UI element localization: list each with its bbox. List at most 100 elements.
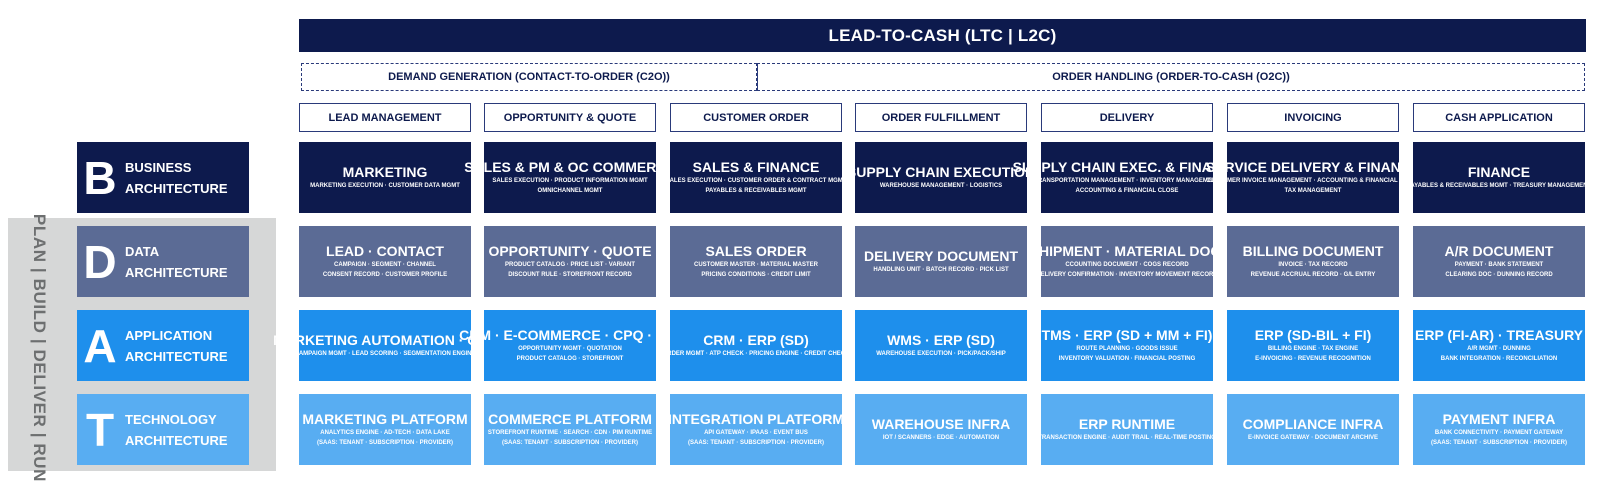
row-label-line2: ARCHITECTURE <box>125 432 228 448</box>
cell-title: LEAD · CONTACT <box>326 243 444 259</box>
cell-sub: INVENTORY VALUATION · FINANCIAL POSTING <box>1058 356 1196 362</box>
row-letter: D <box>83 235 117 288</box>
cell-sub: E-INVOICING · REVENUE RECOGNITION <box>1255 356 1371 362</box>
row-label-line1: APPLICATION <box>125 327 213 343</box>
cell-sub: SALES EXECUTION · CUSTOMER ORDER & CONTR… <box>665 178 847 184</box>
cell-sub: API GATEWAY · IPAAS · EVENT BUS <box>704 430 808 436</box>
cell-technology-delivery: ERP RUNTIME TRANSACTION ENGINE · AUDIT TR… <box>1038 394 1216 465</box>
cell-sub: PRICING CONDITIONS · CREDIT LIMIT <box>701 272 811 278</box>
row-label-line2: ARCHITECTURE <box>125 264 228 280</box>
cell-business-invoicing: SERVICE DELIVERY & FINANCE CUSTOMER INVOI… <box>1206 142 1420 213</box>
cell-title: SALES ORDER <box>705 243 807 259</box>
cell-business-lead: MARKETING MARKETING EXECUTION · CUSTOMER … <box>299 142 471 213</box>
cell-sub: ANALYTICS ENGINE · AD-TECH · DATA LAKE <box>320 430 450 436</box>
cell-application-order: CRM · ERP (SD) ORDER MGMT · ATP CHECK · P… <box>663 310 849 381</box>
cell-sub: ORDER MGMT · ATP CHECK · PRICING ENGINE … <box>662 351 850 357</box>
cell-sub: (SAAS: TENANT · SUBSCRIPTION · PROVIDER) <box>687 440 824 446</box>
cell-sub: WAREHOUSE EXECUTION · PICK/PACK/SHIP <box>876 351 1006 357</box>
cell-sub: PAYABLES & RECEIVABLES MGMT · TREASURY M… <box>1406 183 1592 189</box>
cell-sub: HANDLING UNIT · BATCH RECORD · PICK LIST <box>873 267 1009 273</box>
stage-cash-application: CASH APPLICATION <box>1413 103 1585 132</box>
row-label-line2: ARCHITECTURE <box>125 180 228 196</box>
row-label-text: APPLICATION ARCHITECTURE <box>123 325 235 367</box>
cell-title: WAREHOUSE INFRA <box>871 416 1011 432</box>
cell-technology-cash: PAYMENT INFRA BANK CONNECTIVITY · PAYMENT… <box>1413 394 1585 465</box>
cell-application-invoicing: ERP (SD-BIL + FI)BILLING ENGINE · TAX EN… <box>1227 310 1399 381</box>
cell-technology-opportunity: COMMERCE PLATFORM STOREFRONT RUNTIME · SE… <box>484 394 656 465</box>
cell-sub: STOREFRONT RUNTIME · SEARCH · CDN · PIM … <box>487 430 653 436</box>
plan-label-wrap: PLAN | BUILD | DELIVER | RUN <box>25 214 53 482</box>
cell-title: SUPPLY CHAIN EXECUTION <box>846 164 1036 180</box>
cell-sub: A/R MGMT · DUNNING <box>1467 346 1531 352</box>
cell-title: OPPORTUNITY · QUOTE <box>488 243 652 259</box>
cell-sub: MARKETING EXECUTION · CUSTOMER DATA MGMT <box>310 183 460 189</box>
cell-data-delivery: SHIPMENT · MATERIAL DOC. CCOUNTING DOCUME… <box>1030 226 1224 297</box>
phase-demand-generation: DEMAND GENERATION (CONTACT-TO-ORDER (C2O… <box>301 63 757 91</box>
cell-sub: DISCOUNT RULE · STOREFRONT RECORD <box>508 272 632 278</box>
cell-sub: BANK INTEGRATION · RECONCILIATION <box>1440 356 1558 362</box>
cell-sub: CLEARING DOC · DUNNING RECORD <box>1445 272 1553 278</box>
cell-application-fulfillment: WMS · ERP (SD)WAREHOUSE EXECUTION · PICK… <box>855 310 1027 381</box>
stage-order-fulfillment: ORDER FULFILLMENT <box>855 103 1027 132</box>
row-label-line2: ARCHITECTURE <box>125 348 228 364</box>
cell-title: SALES & PM & OC COMMERCE <box>464 159 676 175</box>
header-title: LEAD-TO-CASH (LTC | L2C) <box>299 19 1586 52</box>
cell-title: MARKETING PLATFORM <box>302 411 468 427</box>
cell-application-cash: ERP (FI-AR) · TREASURY A/R MGMT · DUNNING… <box>1413 310 1585 381</box>
cell-title: TMS · ERP (SD + MM + FI) <box>1041 327 1213 343</box>
row-letter: A <box>83 319 117 372</box>
cell-application-opportunity: CRM · E-COMMERCE · CPQ · PIM OPPORTUNITY … <box>459 310 681 381</box>
cell-sub: OMNICHANNEL MGMT <box>537 188 603 194</box>
cell-sub: CCOUNTING DOCUMENT · COGS RECORD <box>1065 262 1189 268</box>
cell-title: PAYMENT INFRA <box>1442 411 1556 427</box>
cell-sub: CUSTOMER INVOICE MANAGEMENT · ACCOUNTING… <box>1206 178 1420 184</box>
cell-sub: BANK CONNECTIVITY · PAYMENT GATEWAY <box>1434 430 1564 436</box>
cell-title: FINANCE <box>1467 164 1531 180</box>
cell-sub: (SAAS: TENANT · SUBSCRIPTION · PROVIDER) <box>316 440 453 446</box>
cell-sub: E-INVOICE GATEWAY · DOCUMENT ARCHIVE <box>1247 435 1378 441</box>
cell-sub: TRANSACTION ENGINE · AUDIT TRAIL · REAL-… <box>1038 435 1216 441</box>
cell-sub: OPPORTUNITY MGMT · QUOTATION <box>518 346 622 352</box>
row-letter: T <box>85 403 115 456</box>
cell-title: CRM · E-COMMERCE · CPQ · PIM <box>459 327 681 343</box>
cell-sub: BILLING ENGINE · TAX ENGINE <box>1267 346 1359 352</box>
cell-title: COMMERCE PLATFORM <box>488 411 652 427</box>
row-label-line1: DATA <box>125 243 160 259</box>
cell-title: SERVICE DELIVERY & FINANCE <box>1205 159 1421 175</box>
cell-title: A/R DOCUMENT <box>1444 243 1554 259</box>
cell-data-cash: A/R DOCUMENT PAYMENT · BANK STATEMENT CLEA… <box>1413 226 1585 297</box>
cell-sub: PAYMENT · BANK STATEMENT <box>1454 262 1544 268</box>
cell-title: ERP (FI-AR) · TREASURY <box>1415 327 1583 343</box>
cell-sub: REVENUE ACCRUAL RECORD · G/L ENTRY <box>1250 272 1376 278</box>
cell-title: SHIPMENT · MATERIAL DOC. <box>1029 243 1225 259</box>
phase-order-handling: ORDER HANDLING (ORDER-TO-CASH (O2C)) <box>757 63 1585 91</box>
row-label-line1: TECHNOLOGY <box>125 411 217 427</box>
cell-title: ERP RUNTIME <box>1078 416 1176 432</box>
row-label-data: D DATA ARCHITECTURE <box>77 226 249 297</box>
cell-sub: CAMPAIGN MGMT · LEAD SCORING · SEGMENTAT… <box>294 351 476 357</box>
cell-sub: (SAAS: TENANT · SUBSCRIPTION · PROVIDER) <box>1430 440 1567 446</box>
cell-business-cash: FINANCE PAYABLES & RECEIVABLES MGMT · TRE… <box>1407 142 1591 213</box>
cell-sub: INVOICE · TAX RECORD <box>1278 262 1348 268</box>
cell-sub: PRODUCT CATALOG · STOREFRONT <box>516 356 624 362</box>
plan-label: PLAN | BUILD | DELIVER | RUN <box>30 213 50 483</box>
stage-lead-management: LEAD MANAGEMENT <box>299 103 471 132</box>
cell-sub: ACCOUNTING & FINANCIAL CLOSE <box>1075 188 1179 194</box>
cell-sub: PRODUCT CATALOG · PRICE LIST · VARIANT <box>505 262 635 268</box>
cell-title: SUPPLY CHAIN EXEC. & FINANCE <box>1012 159 1242 175</box>
cell-sub: DELIVERY CONFIRMATION · INVENTORY MOVEME… <box>1036 272 1218 278</box>
cell-title: MARKETING <box>342 164 428 180</box>
cell-title: MARKETING AUTOMATION · CDP <box>273 332 497 348</box>
row-label-application: A APPLICATION ARCHITECTURE <box>77 310 249 381</box>
cell-title: CRM · ERP (SD) <box>703 332 809 348</box>
cell-sub: (SAAS: TENANT · SUBSCRIPTION · PROVIDER) <box>501 440 638 446</box>
cell-application-lead: MARKETING AUTOMATION · CDP CAMPAIGN MGMT … <box>273 310 497 381</box>
